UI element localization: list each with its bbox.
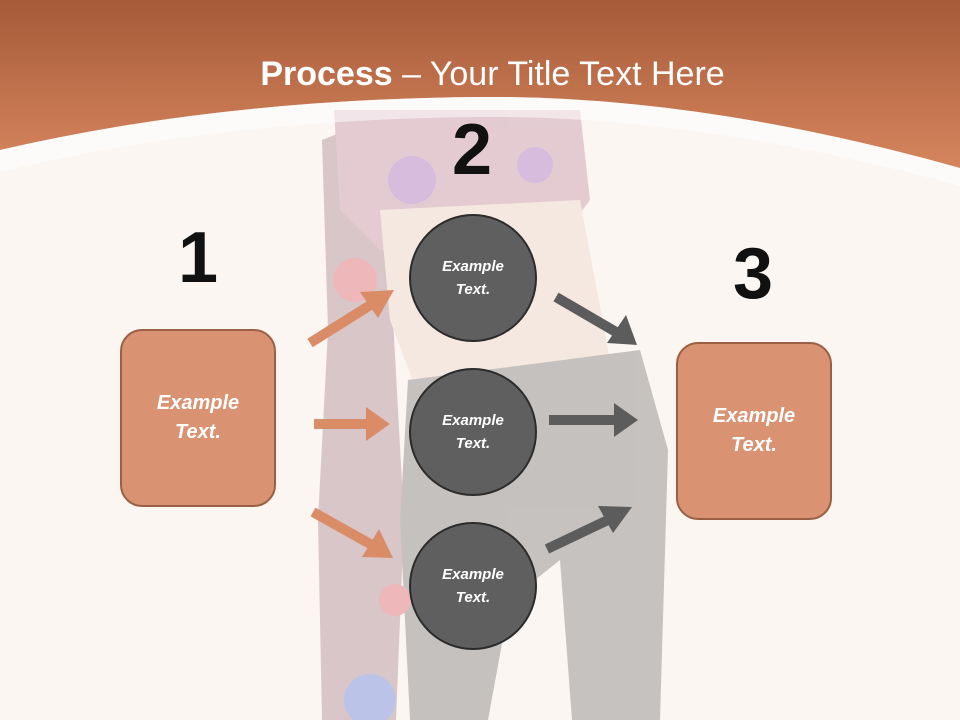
title-rest: – Your Title Text Here [392, 55, 725, 93]
figure-flower-1 [333, 258, 377, 302]
orange-arrow-right [314, 407, 390, 441]
bottom-process-circle: Example Text. [409, 522, 537, 650]
right-process-box: Example Text. [676, 342, 832, 520]
header-wave-highlight [0, 96, 960, 186]
step-2-number: 2 [451, 110, 493, 190]
figure-flower-5 [379, 584, 411, 616]
top-process-circle: Example Text. [409, 214, 537, 342]
figure-flower-4 [517, 147, 553, 183]
figure-flower-3 [344, 674, 396, 720]
step-3-number: 3 [732, 234, 774, 314]
figure-top [334, 110, 590, 250]
orange-arrow-up [307, 290, 394, 348]
gray-arrow-right [549, 403, 638, 437]
title-strong: Process [260, 55, 393, 93]
gray-arrow-down [553, 292, 637, 345]
left-process-box: Example Text. [120, 329, 276, 507]
header-band [0, 0, 960, 168]
slide-title: Process – Your Title Text Here [0, 50, 960, 98]
gray-arrow-up [544, 506, 632, 554]
orange-arrow-down [310, 507, 393, 558]
figure-flower-2 [388, 156, 436, 204]
step-1-number: 1 [177, 218, 219, 298]
middle-process-circle: Example Text. [409, 368, 537, 496]
